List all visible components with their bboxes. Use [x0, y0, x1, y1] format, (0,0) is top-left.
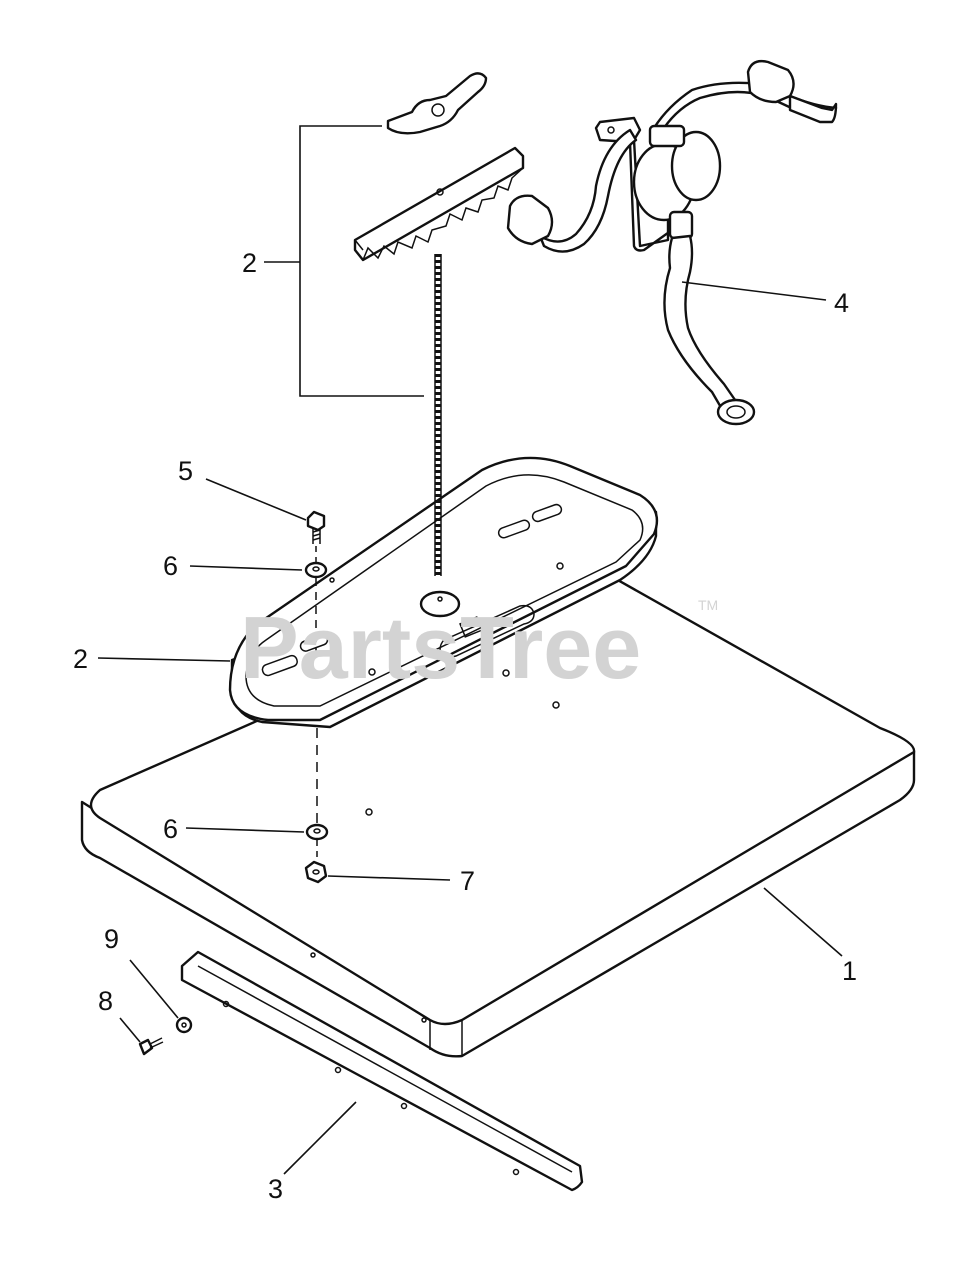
- part-6-washer-lower[interactable]: [305, 823, 329, 841]
- part-8-screw[interactable]: [138, 1037, 164, 1056]
- part-6-washer-upper[interactable]: [304, 561, 328, 579]
- callout-9: 9: [104, 924, 119, 954]
- part-9-washer[interactable]: [175, 1016, 193, 1034]
- part-2-bracket-assembly[interactable]: [353, 72, 525, 576]
- callout-labels: 2 4 5 6 2 6 7 1 9 8 3: [73, 248, 857, 1204]
- part-7-nut[interactable]: [304, 860, 328, 884]
- part-5-bolt[interactable]: [306, 510, 326, 544]
- leader-lines: [97, 125, 843, 1175]
- callout-5: 5: [178, 456, 193, 486]
- svg-text:PartsTree: PartsTree: [240, 598, 641, 697]
- callout-4: 4: [834, 288, 849, 318]
- part-3-angle-strip[interactable]: [180, 950, 584, 1192]
- part-4-pump-hose-assembly[interactable]: [506, 59, 838, 426]
- svg-text:TM: TM: [698, 597, 718, 613]
- callout-2-lower: 2: [73, 644, 88, 674]
- part-2-tray[interactable]: [228, 456, 659, 729]
- callout-6-lower: 6: [163, 814, 178, 844]
- assembly-dashed-lines: [315, 546, 318, 862]
- callout-6-upper: 6: [163, 551, 178, 581]
- callout-7: 7: [460, 866, 475, 896]
- part-1-base-panel[interactable]: [80, 568, 916, 1058]
- callout-1: 1: [842, 956, 857, 986]
- callout-8: 8: [98, 986, 113, 1016]
- partstree-watermark: PartsTree TM: [240, 597, 718, 697]
- callout-2-upper: 2: [242, 248, 257, 278]
- callout-3: 3: [268, 1174, 283, 1204]
